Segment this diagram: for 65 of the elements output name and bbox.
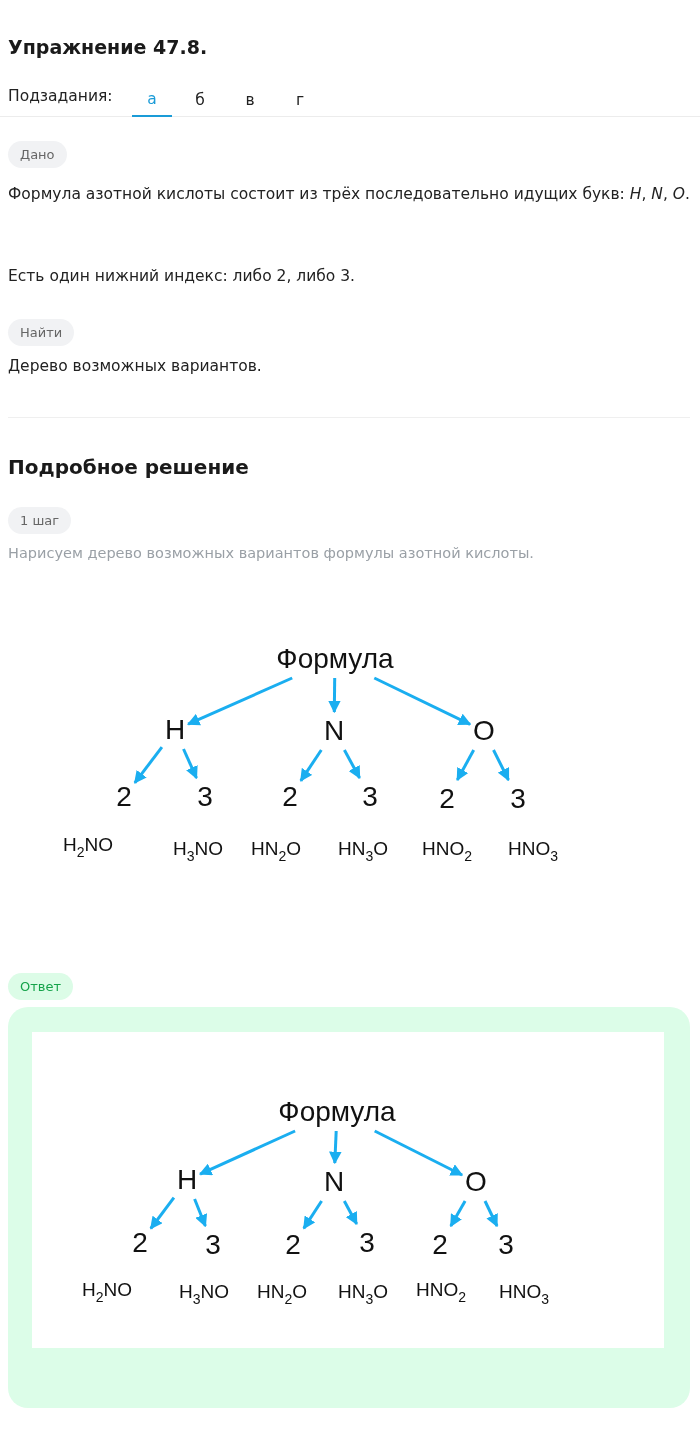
tree-node-label: 3 <box>498 1229 514 1261</box>
arrow <box>449 1200 467 1228</box>
formula-label: HNO$_{3}$ <box>499 1280 549 1304</box>
tree-node-label: H <box>164 714 186 746</box>
tab: г <box>280 82 320 117</box>
arrow <box>198 1129 296 1176</box>
formula-label: H$_{2}$NO <box>82 1278 132 1302</box>
paragraph: Формула азотной кислоты состоит из трёх последовательно идущих букв: H, N, O. <box>8 184 691 205</box>
tab: б <box>180 82 220 117</box>
arrow <box>149 1196 176 1230</box>
formula-label: H$_{2}$NO <box>63 833 113 857</box>
formula-label: HN$_{2}$O <box>257 1280 307 1304</box>
answer-tag: Ответ <box>8 973 74 1000</box>
tab: а <box>132 82 172 117</box>
section-tag: Дано <box>8 141 67 168</box>
arrow <box>343 749 361 780</box>
arrow <box>483 1200 499 1228</box>
section-heading: Подробное решение <box>8 454 249 481</box>
formula-label: HN$_{3}$O <box>338 1280 388 1304</box>
tree-node-label: 3 <box>197 781 213 813</box>
tree-node-label: 2 <box>439 783 455 815</box>
subtasks-label: Подзадания: <box>8 86 113 107</box>
tree-node-label: O <box>473 715 495 747</box>
formula-label: H$_{3}$NO <box>179 1280 229 1304</box>
formula-label: HNO$_{2}$ <box>416 1278 466 1302</box>
tree-node-label: 2 <box>285 1229 301 1261</box>
page-title: Упражнение 47.8. <box>8 35 208 60</box>
formula-label: H$_{3}$NO <box>173 837 223 861</box>
tree-node-label: Формула <box>278 1096 396 1128</box>
arrow <box>133 746 164 784</box>
tree-node-label: O <box>465 1166 487 1198</box>
tree-node-label: 2 <box>132 1227 148 1259</box>
step-tag: 1 шаг <box>8 507 72 534</box>
arrow <box>374 1129 464 1177</box>
tree-node-label: 2 <box>432 1229 448 1261</box>
arrow <box>342 1200 359 1226</box>
tree-node-label: 3 <box>362 781 378 813</box>
arrow <box>182 748 198 780</box>
tree-node-label: H <box>176 1164 198 1196</box>
tree-node-label: Формула <box>276 643 394 675</box>
arrow <box>299 749 323 782</box>
tree-node-label: 3 <box>359 1227 375 1259</box>
hint-text: Нарисуем дерево возможных вариантов формулы азотной кислоты. <box>8 544 534 563</box>
tree-node-label: 2 <box>116 781 132 813</box>
paragraph: Дерево возможных вариантов. <box>8 356 262 377</box>
tab: в <box>230 82 270 117</box>
formula-label: HNO$_{2}$ <box>422 837 472 861</box>
arrow <box>186 676 293 726</box>
paragraph: Есть один нижний индекс: либо 2, либо 3. <box>8 266 356 287</box>
arrow <box>328 678 341 714</box>
tree-node-label: N <box>323 1166 345 1198</box>
tree-node-label: 3 <box>510 783 526 815</box>
formula-label: HN$_{2}$O <box>251 837 301 861</box>
arrow <box>492 749 510 782</box>
formula-label: HNO$_{3}$ <box>508 837 558 861</box>
arrow <box>302 1200 323 1230</box>
section-tag: Найти <box>8 319 75 346</box>
arrow <box>456 749 475 782</box>
formula-label: HN$_{3}$O <box>338 837 388 861</box>
arrow <box>373 676 472 726</box>
arrow <box>193 1198 208 1228</box>
tree-node-label: N <box>323 715 345 747</box>
tree-node-label: 2 <box>282 781 298 813</box>
tree-node-label: 3 <box>205 1229 221 1261</box>
arrow <box>329 1130 342 1165</box>
